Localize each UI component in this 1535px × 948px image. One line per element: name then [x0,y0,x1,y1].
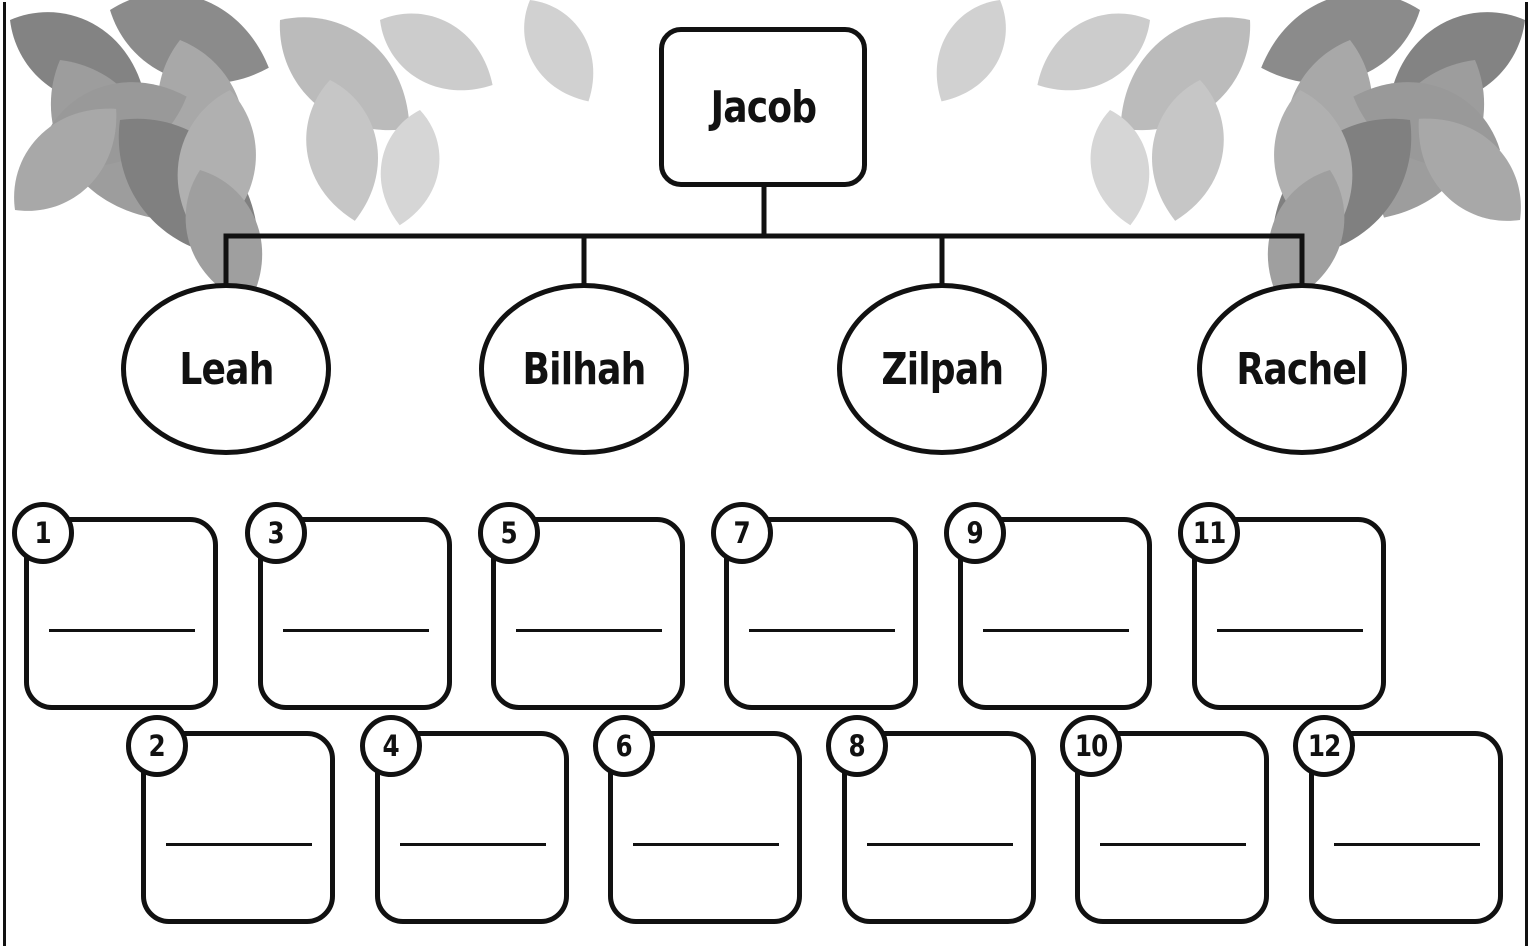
wife-label: Bilhah [522,343,646,395]
number-badge-1: 1 [12,502,74,564]
number-badge-4: 4 [360,715,422,777]
number-label: 8 [848,729,866,763]
number-badge-8: 8 [826,715,888,777]
wife-label: Leah [178,343,274,395]
answer-blank[interactable] [633,843,779,846]
number-badge-10: 10 [1060,715,1122,777]
jacob-box: Jacob [659,27,867,187]
number-label: 3 [267,516,285,550]
answer-blank[interactable] [516,629,662,632]
jacob-label: Jacob [710,81,816,133]
son-card-6 [608,731,802,924]
number-label: 1 [34,516,52,550]
answer-blank[interactable] [166,843,312,846]
wife-label: Rachel [1236,343,1368,395]
number-badge-2: 2 [126,715,188,777]
wife-zilpah: Zilpah [837,283,1047,455]
number-label: 5 [500,516,518,550]
number-label: 7 [733,516,751,550]
number-badge-9: 9 [944,502,1006,564]
answer-blank[interactable] [1100,843,1246,846]
number-label: 4 [382,729,400,763]
wife-leah: Leah [121,283,331,455]
wife-label: Zilpah [881,343,1004,395]
number-badge-7: 7 [711,502,773,564]
wife-rachel: Rachel [1197,283,1407,455]
page-frame [3,2,1528,946]
son-card-8 [842,731,1036,924]
number-badge-5: 5 [478,502,540,564]
answer-blank[interactable] [400,843,546,846]
son-card-7 [724,517,918,710]
number-badge-11: 11 [1178,502,1240,564]
answer-blank[interactable] [867,843,1013,846]
number-label: 9 [966,516,984,550]
number-badge-6: 6 [593,715,655,777]
number-label: 6 [615,729,633,763]
answer-blank[interactable] [49,629,195,632]
number-label: 12 [1307,729,1341,763]
answer-blank[interactable] [1217,629,1363,632]
number-badge-3: 3 [245,502,307,564]
answer-blank[interactable] [283,629,429,632]
number-badge-12: 12 [1293,715,1355,777]
wife-bilhah: Bilhah [479,283,689,455]
number-label: 11 [1192,516,1226,550]
number-label: 10 [1074,729,1108,763]
answer-blank[interactable] [1334,843,1480,846]
answer-blank[interactable] [983,629,1129,632]
number-label: 2 [148,729,166,763]
answer-blank[interactable] [749,629,895,632]
